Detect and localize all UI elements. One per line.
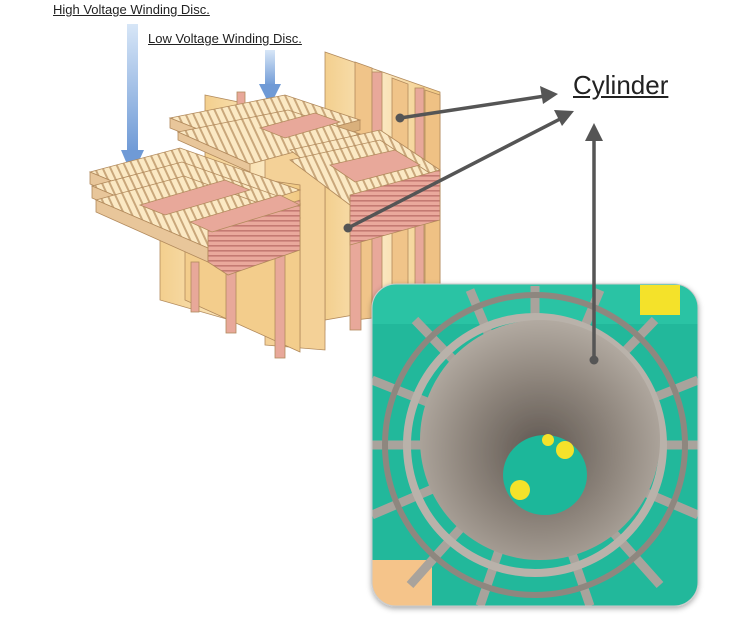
down-arrow-icon	[121, 24, 144, 176]
cylinder-photo	[372, 284, 698, 606]
